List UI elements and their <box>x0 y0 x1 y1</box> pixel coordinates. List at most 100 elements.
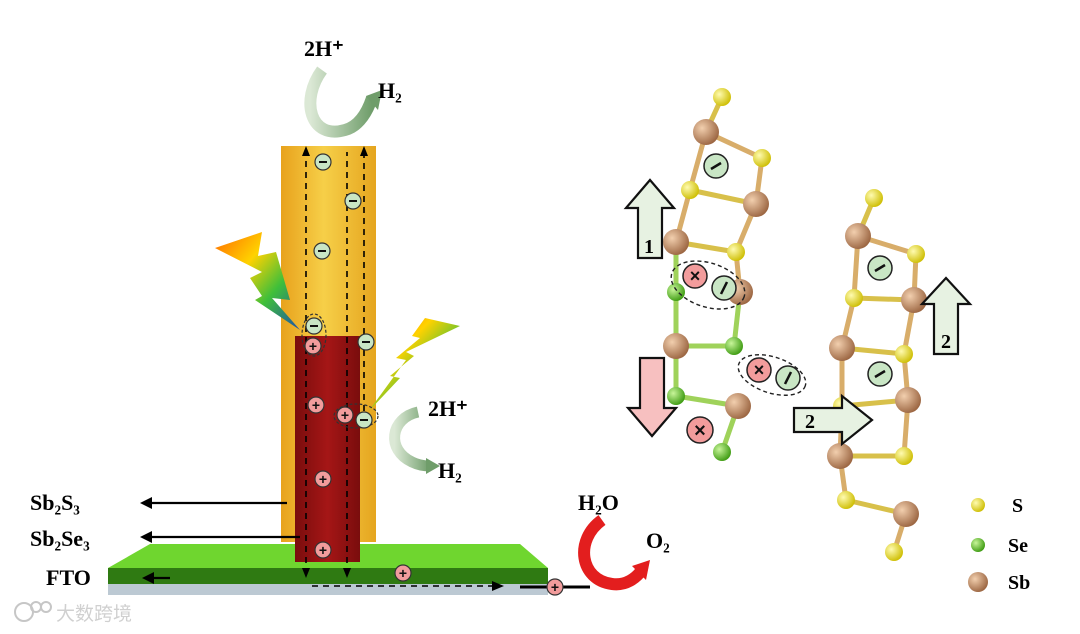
hole: + <box>394 564 412 582</box>
atom-se <box>713 443 731 461</box>
atom-s <box>727 243 745 261</box>
atom-sb <box>893 501 919 527</box>
svg-text:×: × <box>690 266 701 286</box>
electron <box>305 317 323 335</box>
atom-sb <box>829 335 855 361</box>
reaction-arrowhead-mid <box>426 458 440 474</box>
legend-se-label: Se <box>1008 535 1028 557</box>
atom-sb <box>901 287 927 313</box>
hole: + <box>546 578 564 596</box>
arrow-up-2: 2 <box>919 276 973 356</box>
electron <box>867 361 893 387</box>
label-o2: O₂ <box>646 528 670 553</box>
watermark: 大数跨境 <box>14 601 132 625</box>
svg-text:大数跨境: 大数跨境 <box>56 603 132 625</box>
atom-s <box>895 345 913 363</box>
atom-sb <box>663 333 689 359</box>
hole: + <box>307 396 325 414</box>
lightning-bolt-right <box>368 318 460 412</box>
hole: + <box>314 541 332 559</box>
svg-text:+: + <box>399 565 407 581</box>
label-arrows <box>140 497 590 589</box>
electron <box>711 275 737 301</box>
atom-s <box>837 491 855 509</box>
hole: + <box>314 470 332 488</box>
svg-text:+: + <box>319 542 327 558</box>
label-h2o: H₂O <box>578 490 619 515</box>
atom-se <box>667 283 685 301</box>
svg-text:+: + <box>319 471 327 487</box>
svg-text:2: 2 <box>941 331 951 353</box>
label-sb2s3: Sb₂S₃ <box>30 490 80 515</box>
carrier-paths <box>305 152 496 587</box>
svg-text:1: 1 <box>644 236 654 258</box>
sb2se3-core <box>295 336 360 562</box>
exciton-ring <box>333 403 379 429</box>
atom-s <box>713 88 731 106</box>
path-arrowheads <box>302 146 504 591</box>
atom-se <box>725 337 743 355</box>
atom-sb <box>663 229 689 255</box>
reaction-arrowhead-o2 <box>632 560 650 580</box>
atom-sb <box>725 393 751 419</box>
exciton-ring <box>737 354 807 396</box>
arrow-up-1: 1 <box>623 178 677 260</box>
electron <box>867 255 893 281</box>
label-sb2se3: Sb₂Se₃ <box>30 526 90 551</box>
atom-sb <box>827 443 853 469</box>
label-h2-top: H₂ <box>378 78 402 103</box>
svg-text:×: × <box>694 420 706 442</box>
hole: + <box>304 337 322 355</box>
reaction-arrowhead-top <box>366 90 382 110</box>
electron <box>314 153 332 171</box>
hole: + <box>336 406 354 424</box>
legend-sb-swatch <box>968 572 988 592</box>
label-h2-mid: H₂ <box>438 458 462 483</box>
hole: × <box>682 263 708 289</box>
atom-sb <box>743 191 769 217</box>
electron <box>703 153 729 179</box>
electron <box>775 365 801 391</box>
reaction-arrow-o2 <box>578 515 647 591</box>
legend-s-swatch <box>971 498 985 512</box>
legend-sb-label: Sb <box>1008 572 1030 594</box>
svg-text:+: + <box>312 397 320 413</box>
exciton-ring <box>670 260 746 310</box>
atom-s <box>907 245 925 263</box>
atom-sb <box>693 119 719 145</box>
svg-text:+: + <box>309 338 317 354</box>
charges-rod: + + + + + + + <box>301 153 564 596</box>
svg-text:+: + <box>551 579 559 595</box>
label-proton-top: 2H⁺ <box>304 36 344 61</box>
charges-crystal: × × × <box>670 153 893 444</box>
arrow-right-2: 2 <box>792 393 874 447</box>
exciton-ring <box>301 313 327 357</box>
atom-s <box>681 181 699 199</box>
label-fto: FTO <box>46 565 91 590</box>
atom-s <box>845 289 863 307</box>
legend-s-label: S <box>1012 495 1023 517</box>
atom-s <box>865 189 883 207</box>
legend-se-swatch <box>971 538 985 552</box>
arrow-down <box>625 356 679 438</box>
crystal-atoms <box>663 88 927 561</box>
atom-sb <box>895 387 921 413</box>
lightning-bolt-left <box>215 232 300 330</box>
svg-text:2: 2 <box>805 411 815 433</box>
reaction-arrow-mid <box>389 406 431 472</box>
svg-text:×: × <box>754 360 765 380</box>
atom-s <box>895 447 913 465</box>
atom-s <box>753 149 771 167</box>
electron <box>355 411 373 429</box>
atom-se <box>667 387 685 405</box>
hole: × <box>746 357 772 383</box>
legend: S Se Sb <box>968 495 1030 594</box>
svg-text:+: + <box>341 407 349 423</box>
label-proton-mid: 2H⁺ <box>428 396 468 421</box>
electron <box>313 242 331 260</box>
electron <box>357 333 375 351</box>
reaction-arrow-top <box>304 66 378 138</box>
hole: × <box>686 416 714 444</box>
electron <box>344 192 362 210</box>
